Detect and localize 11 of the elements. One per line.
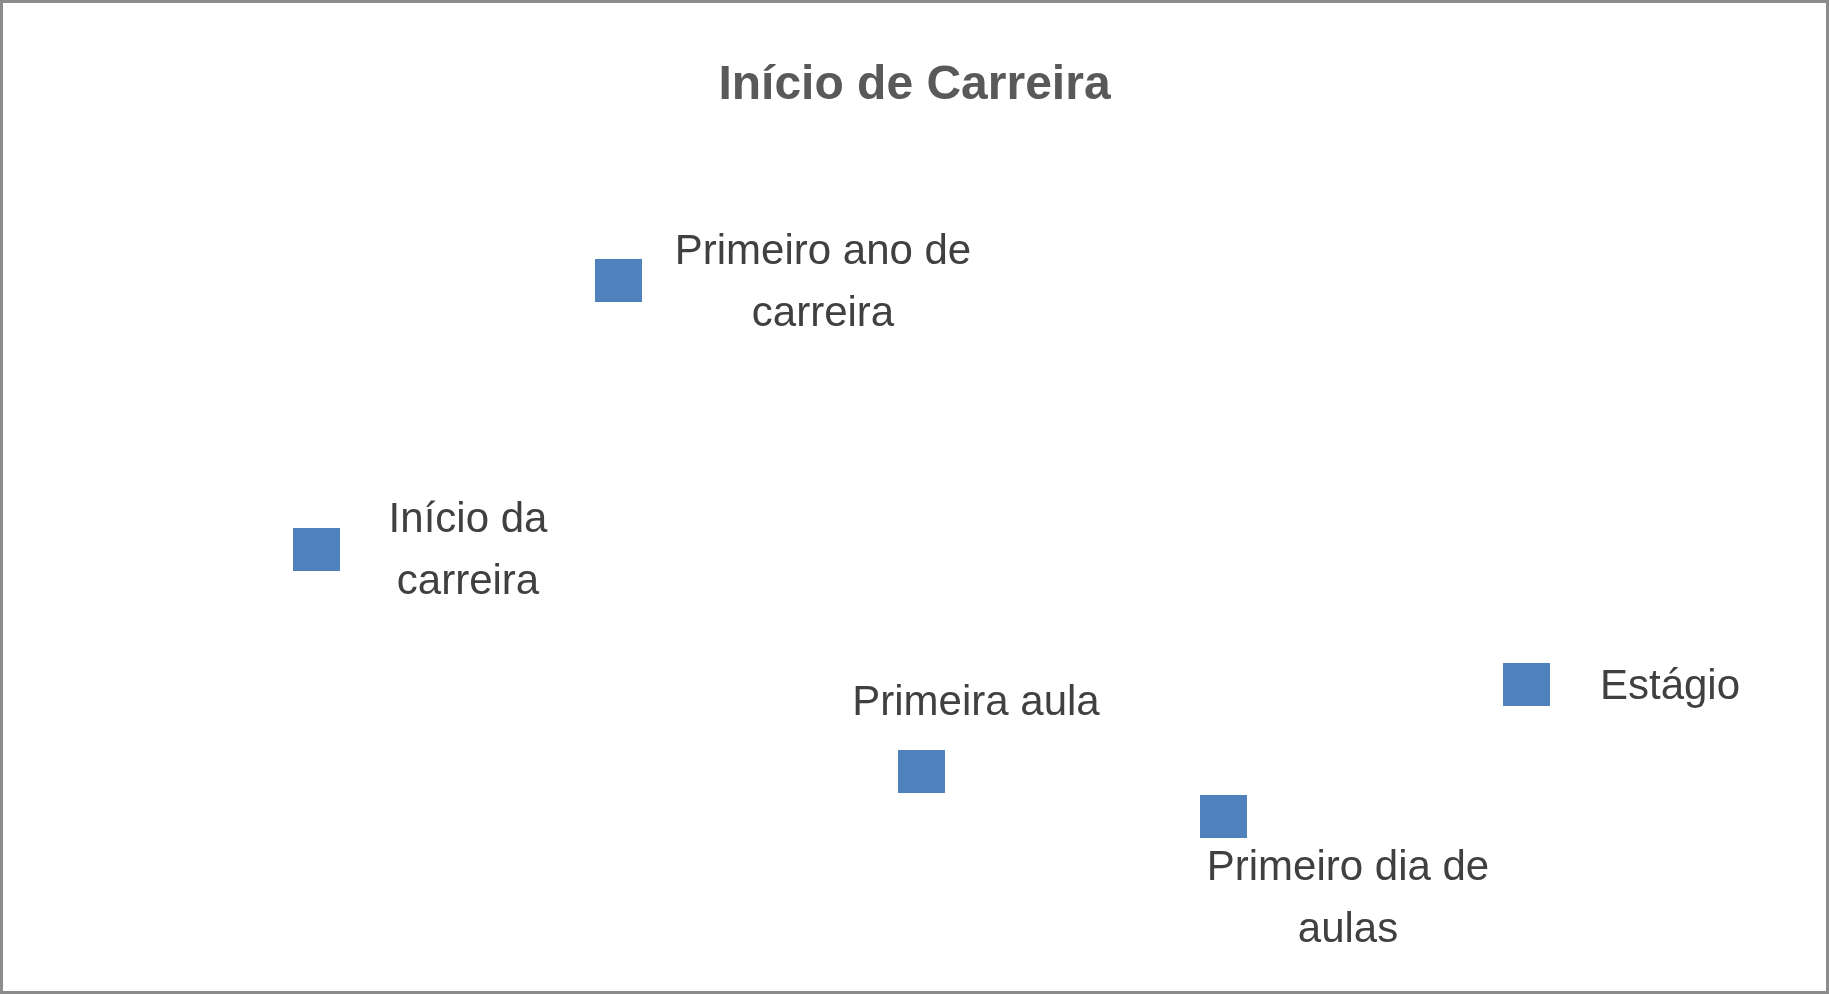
data-label: Primeiro dia de aulas bbox=[1205, 841, 1491, 953]
data-label: Início da carreira bbox=[387, 493, 549, 605]
data-label: Estágio bbox=[1598, 660, 1742, 710]
square-marker bbox=[1200, 795, 1247, 838]
square-marker bbox=[898, 750, 945, 793]
chart-title: Início de Carreira bbox=[717, 55, 1112, 110]
data-label: Primeiro ano de carreira bbox=[673, 225, 973, 337]
square-marker bbox=[595, 259, 642, 302]
data-label: Primeira aula bbox=[851, 676, 1101, 726]
square-marker bbox=[1503, 663, 1550, 706]
square-marker bbox=[293, 528, 340, 571]
